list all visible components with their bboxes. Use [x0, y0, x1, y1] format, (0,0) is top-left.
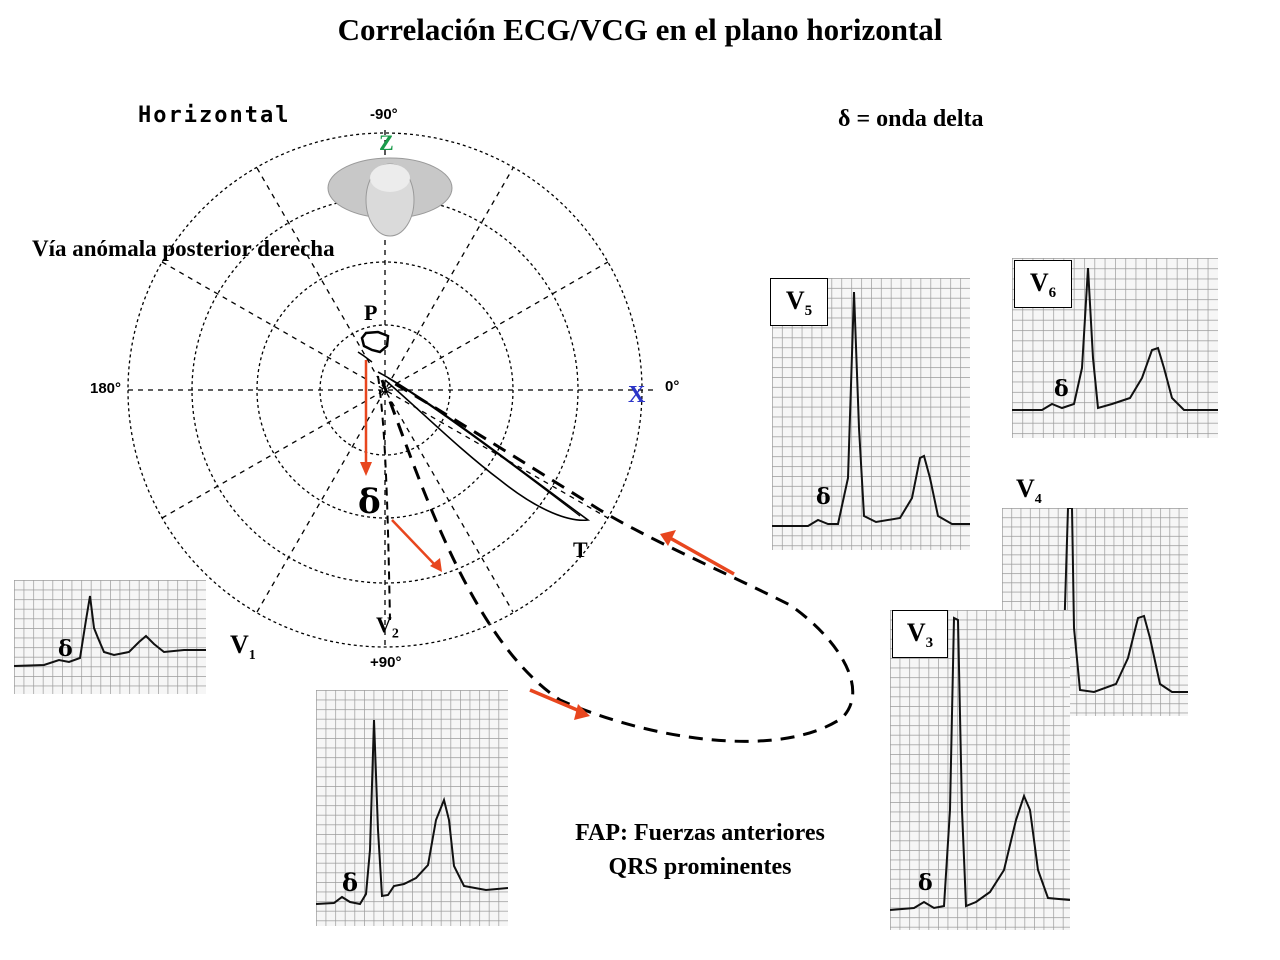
ecg-v4-label-main: V [1016, 474, 1035, 503]
delta-vector-arrowhead [360, 462, 372, 476]
delta-legend: δ = onda delta [838, 106, 984, 132]
delta-wave-symbol: δ [358, 482, 381, 522]
angle-right-label: 0° [665, 378, 680, 395]
initial-vector-arrow [391, 519, 437, 567]
qrs-direction-arrow-2 [529, 688, 583, 714]
initial-vector-arrowhead [430, 558, 442, 572]
fap-caption-line1: FAP: Fuerzas anteriores [575, 820, 825, 846]
ecg-v3-label-box: V3 [892, 610, 948, 658]
angle-bottom-label: +90° [370, 654, 402, 671]
qrs-loop [380, 379, 855, 743]
v2-axis-label-main: V [376, 612, 392, 637]
ecg-v2-svg [316, 690, 508, 926]
ecg-v1-label: V1 [230, 630, 256, 664]
ecg-v3-delta: δ [918, 870, 933, 896]
ecg-v5-label-sub: 5 [804, 303, 813, 320]
ecg-strip-v3 [890, 610, 1070, 930]
ecg-v3-trace [890, 616, 1070, 911]
qrs-direction-arrowhead-2 [574, 704, 590, 720]
ecg-v1-label-main: V [230, 630, 249, 659]
ecg-v6-label-sub: 6 [1048, 285, 1057, 302]
v2-axis-label-sub: 2 [391, 626, 399, 642]
ecg-v1-trace [14, 595, 206, 667]
axis-z-label: Z [379, 130, 394, 155]
axis-x-label: X [628, 382, 646, 408]
qrs-direction-arrow-1 [669, 536, 735, 576]
ecg-v3-label-main: V [906, 618, 926, 647]
angle-top-label: -90° [370, 106, 398, 123]
ecg-v1-svg [14, 580, 206, 694]
qrs-loop-initial [377, 375, 391, 621]
ecg-v6-label-box: V6 [1014, 260, 1072, 308]
ecg-v6-label-main: V [1029, 268, 1049, 297]
t-loop-inner [387, 377, 581, 517]
ecg-v2-trace [316, 719, 508, 906]
ecg-v4-label: V4 [1016, 474, 1042, 508]
p-loop-tail [357, 351, 373, 363]
angle-left-label: 180° [90, 380, 122, 397]
ecg-v5-label-main: V [785, 286, 805, 315]
plane-label: Horizontal [138, 103, 291, 128]
ecg-v1-label-sub: 1 [248, 648, 256, 664]
ecg-v5-delta: δ [816, 484, 831, 510]
page-title: Correlación ECG/VCG en el plano horizont… [337, 12, 943, 47]
ecg-v6-trace [1012, 267, 1218, 411]
pathway-label: Vía anómala posterior derecha [32, 236, 335, 261]
ecg-v1-delta: δ [58, 636, 73, 662]
t-loop [377, 371, 591, 522]
qrs-direction-arrowhead-1 [660, 530, 676, 546]
ecg-v2-delta: δ [342, 868, 359, 897]
p-loop-label: P [364, 300, 378, 325]
ecg-v5-trace [772, 291, 970, 527]
ecg-v4-label-sub: 4 [1034, 492, 1042, 508]
ecg-strip-v6 [1012, 258, 1218, 438]
fap-caption-line2: QRS prominentes [608, 854, 792, 880]
t-loop-label: T [573, 537, 588, 562]
p-loop [360, 330, 390, 354]
ecg-strip-v1 [14, 580, 206, 694]
ecg-v5-label-box: V5 [770, 278, 828, 326]
torso-icon [327, 157, 453, 237]
ecg-strip-v5 [772, 278, 970, 550]
ecg-v3-label-sub: 3 [925, 635, 934, 652]
ecg-strip-v4 [1002, 508, 1188, 716]
v2-axis-label: V2 [376, 612, 399, 642]
ecg-strip-v2 [316, 690, 508, 926]
fap-caption: FAP: Fuerzas anteriores QRS prominentes [520, 816, 880, 884]
ecg-v6-delta: δ [1054, 376, 1069, 402]
ecg-v3-svg [890, 610, 1070, 930]
